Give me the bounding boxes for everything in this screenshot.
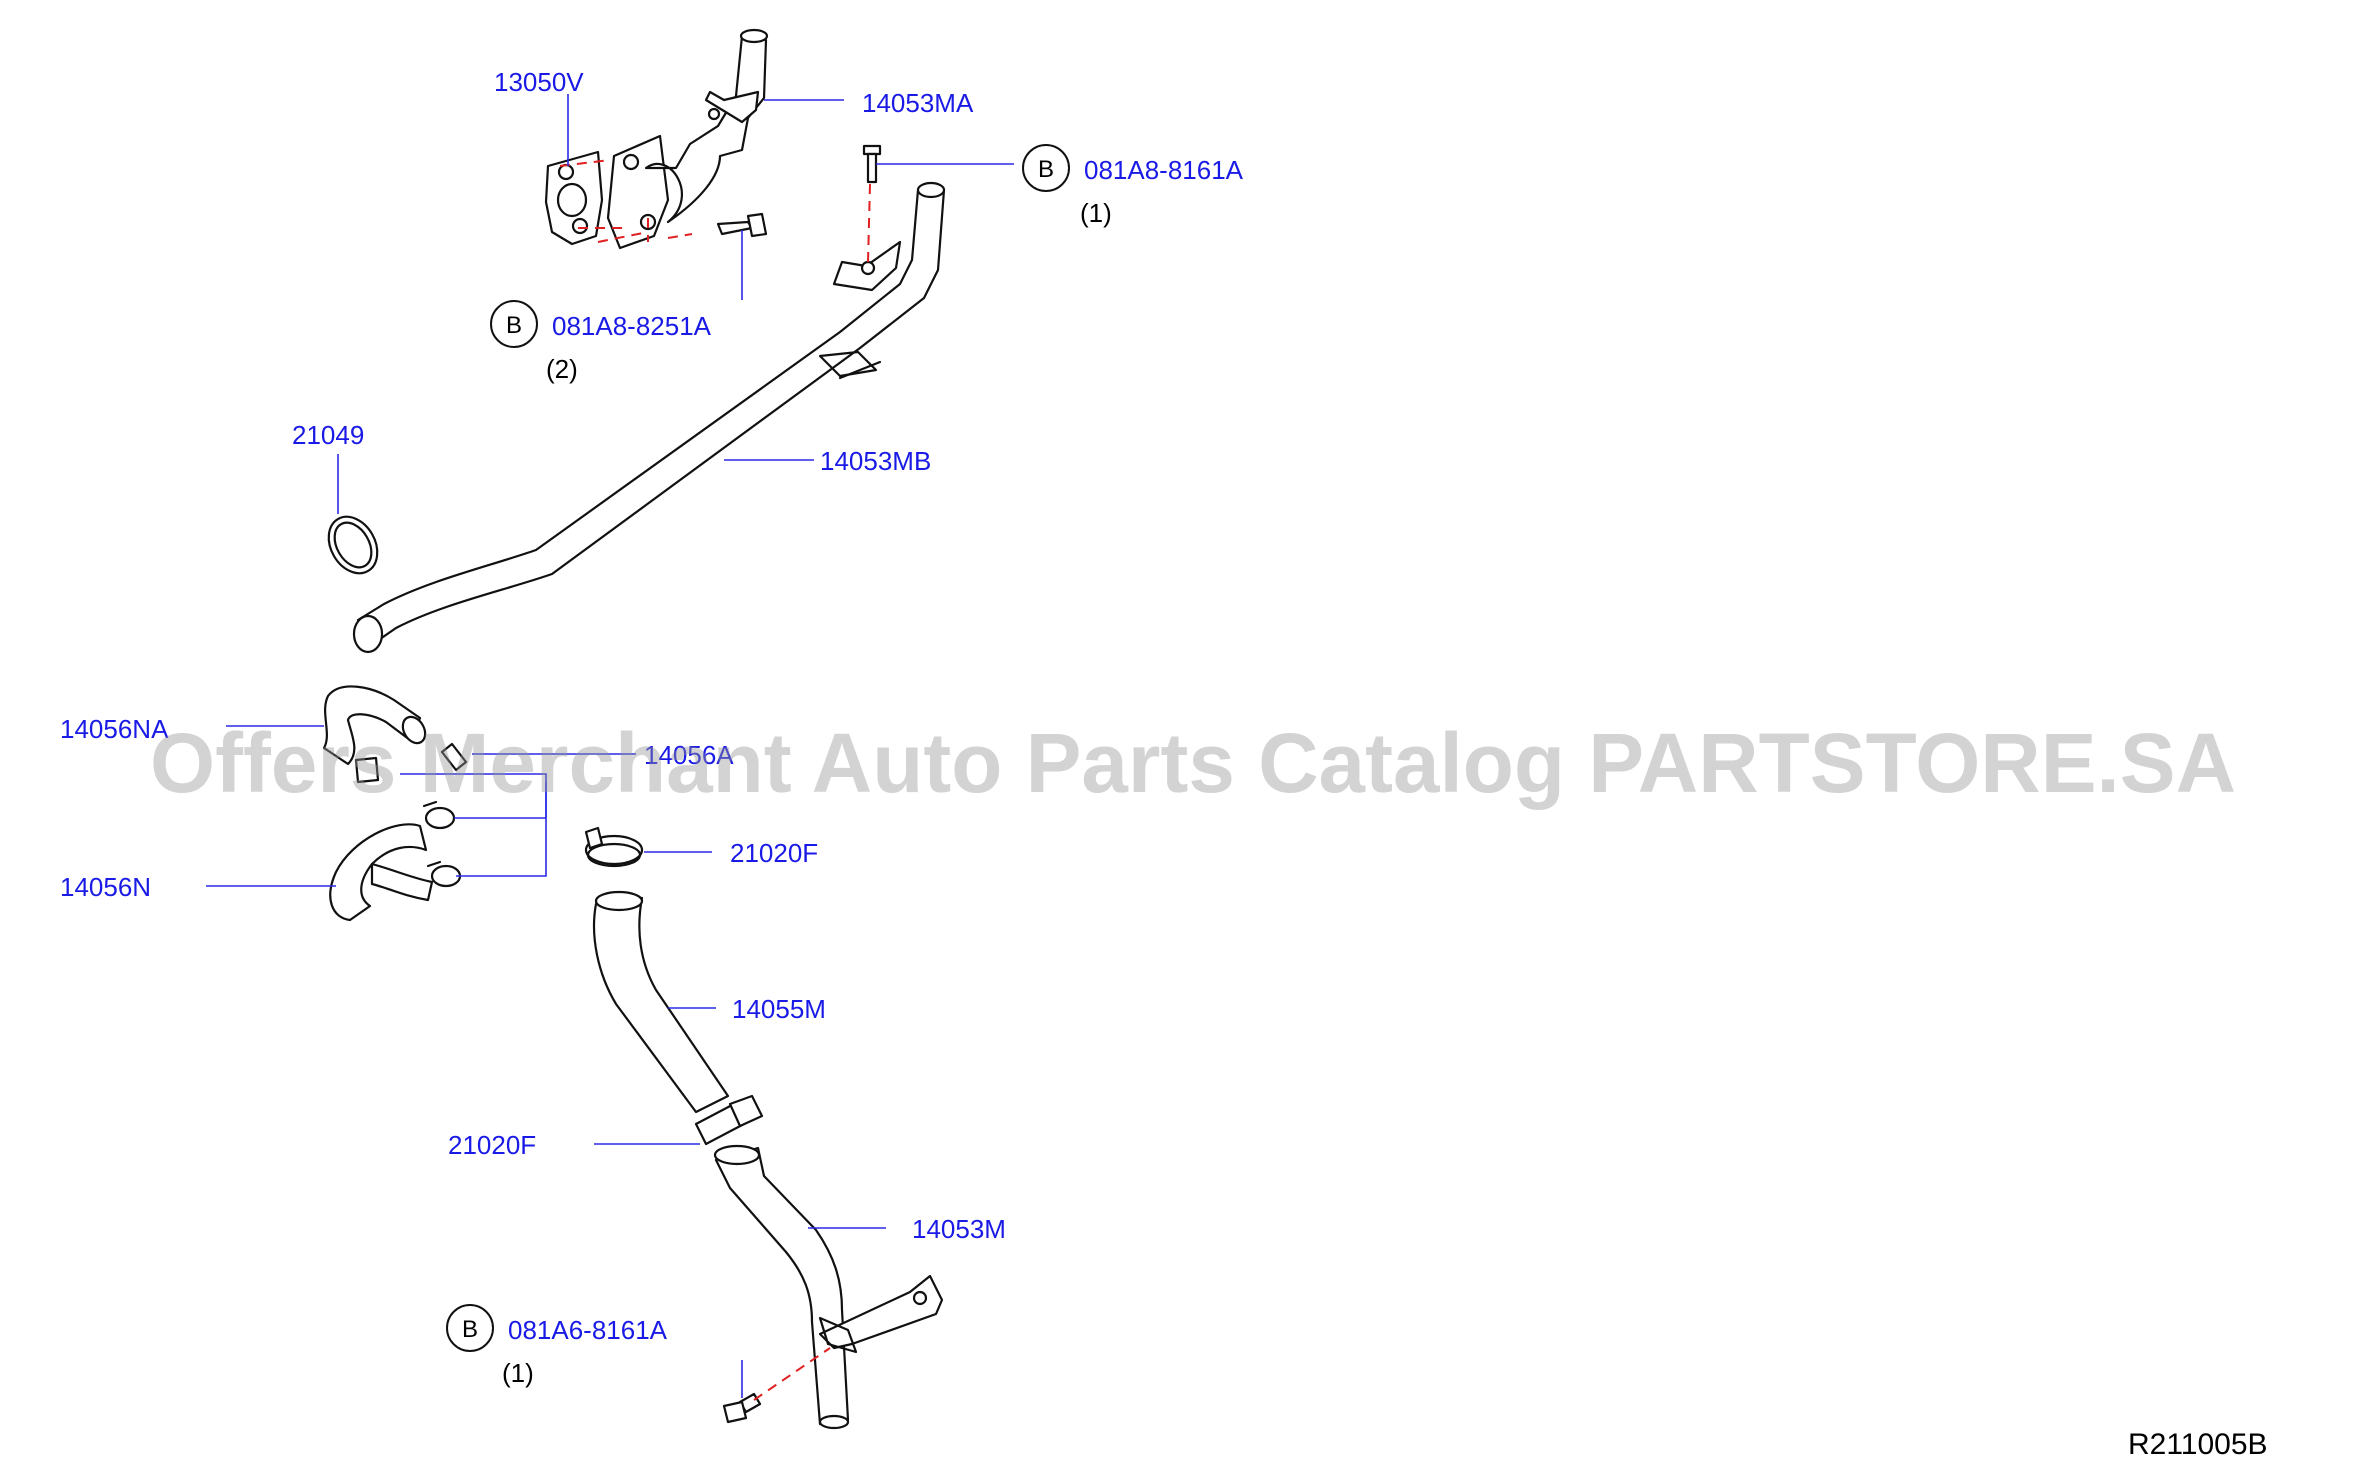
bubble-b-icon bbox=[490, 300, 538, 348]
bubble-b-icon bbox=[446, 1304, 494, 1352]
qty-081a8-8161a: (1) bbox=[1080, 198, 1112, 228]
label-21049[interactable]: 21049 bbox=[292, 420, 364, 450]
bubble-b-letter: B bbox=[462, 1316, 478, 1343]
qty-081a6-8161a: (1) bbox=[502, 1358, 534, 1388]
gasket-13050v[interactable] bbox=[544, 150, 604, 246]
label-21020f-bottom[interactable]: 21020F bbox=[448, 1130, 536, 1160]
hose-14056na[interactable] bbox=[322, 685, 468, 784]
hose-14055m[interactable] bbox=[592, 890, 730, 1114]
clamps-14056a[interactable] bbox=[422, 800, 462, 888]
clamp-21020f-bottom[interactable] bbox=[694, 1094, 764, 1146]
label-081a6-8161a[interactable]: 081A6-8161A bbox=[508, 1315, 668, 1345]
qty-081a8-8251a: (2) bbox=[546, 354, 578, 384]
label-13050v[interactable]: 13050V bbox=[494, 67, 584, 97]
pipe-14053mb[interactable] bbox=[352, 181, 946, 654]
pipe-14053m[interactable] bbox=[713, 1144, 944, 1430]
bubble-b-letter: B bbox=[1038, 156, 1054, 183]
label-14056a[interactable]: 14056A bbox=[644, 740, 734, 770]
bolt-081a8-8251a[interactable] bbox=[716, 212, 768, 238]
label-14053mb[interactable]: 14053MB bbox=[820, 446, 931, 476]
label-081a8-8251a[interactable]: 081A8-8251A bbox=[552, 311, 712, 341]
label-14056na[interactable]: 14056NA bbox=[60, 714, 169, 744]
label-081a8-8161a[interactable]: 081A8-8161A bbox=[1084, 155, 1244, 185]
bubble-b-icon bbox=[1022, 144, 1070, 192]
pipe-14053ma[interactable] bbox=[606, 28, 769, 250]
label-14053ma[interactable]: 14053MA bbox=[862, 88, 974, 118]
bolt-081a8-8161a-upper[interactable] bbox=[862, 144, 882, 184]
hose-14056n[interactable] bbox=[329, 823, 434, 922]
bubble-b-letter: B bbox=[506, 312, 522, 339]
callout-labels: 13050V 14053MA B 081A8-8161A (1) B 081A8… bbox=[60, 67, 1244, 1388]
bolt-081a6-8161a[interactable] bbox=[722, 1392, 762, 1424]
label-14056n[interactable]: 14056N bbox=[60, 872, 151, 902]
label-21020f-top[interactable]: 21020F bbox=[730, 838, 818, 868]
diagram-code: R211005B bbox=[2128, 1428, 2268, 1461]
oring-21049[interactable] bbox=[319, 508, 387, 582]
label-14053m[interactable]: 14053M bbox=[912, 1214, 1006, 1244]
clamp-21020f-top[interactable] bbox=[584, 826, 644, 868]
label-14055m[interactable]: 14055M bbox=[732, 994, 826, 1024]
leader-lines bbox=[206, 94, 1014, 1398]
watermark-text: Offers Merchant Auto Parts Catalog PARTS… bbox=[150, 716, 2236, 810]
